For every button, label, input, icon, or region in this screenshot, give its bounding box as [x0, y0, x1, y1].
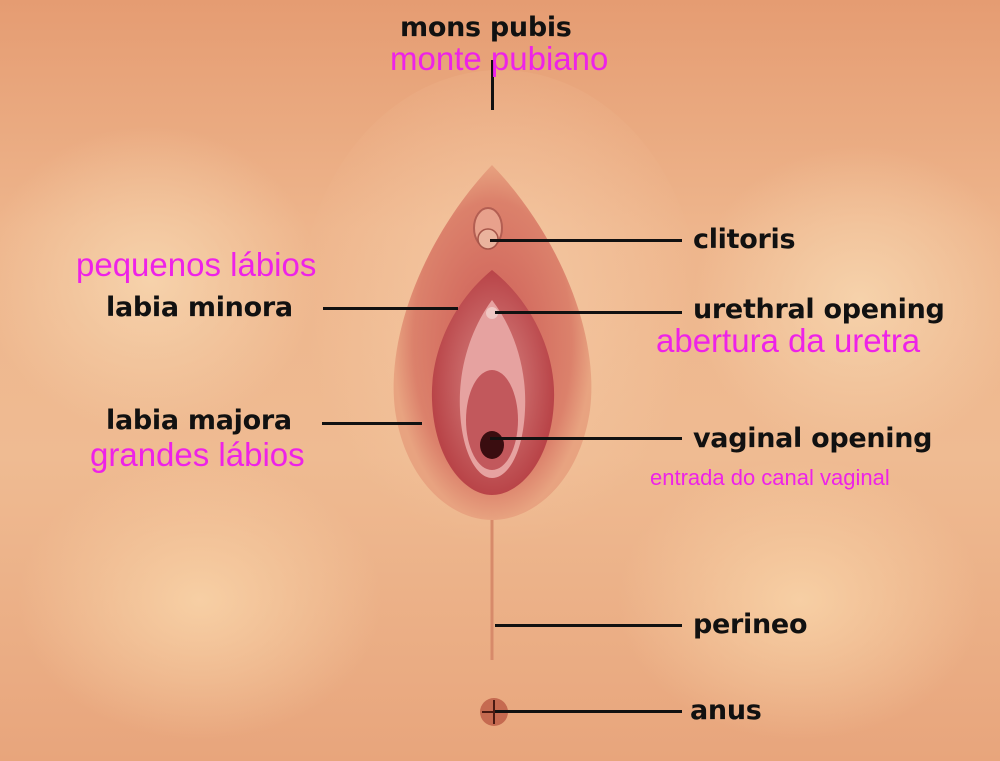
leader-line-mons-pubis: [491, 60, 494, 110]
label-clitoris: clitoris: [693, 224, 796, 255]
label-entrada-do-canal-vaginal: entrada do canal vaginal: [650, 465, 890, 490]
label-mons-pubis: mons pubis: [400, 12, 572, 43]
label-anus: anus: [690, 695, 762, 726]
leader-line-perineum: [495, 624, 682, 627]
label-pequenos-labios: pequenos lábios: [76, 246, 317, 283]
label-vaginal-opening: vaginal opening: [693, 423, 933, 454]
leader-line-clitoris: [490, 239, 682, 242]
label-labia-minora: labia minora: [106, 292, 293, 323]
vaginal-opening-shape: [466, 370, 518, 470]
leader-line-labia-majora: [322, 422, 422, 425]
leader-line-urethral-opening: [495, 311, 682, 314]
label-labia-majora: labia majora: [106, 405, 292, 436]
label-urethral-opening: urethral opening: [693, 294, 945, 325]
leader-line-vaginal-opening: [490, 437, 682, 440]
label-monte-pubiano: monte pubiano: [390, 40, 609, 77]
leader-line-anus: [495, 710, 682, 713]
label-abertura-da-uretra: abertura da uretra: [656, 322, 921, 359]
urethral-opening-shape: [486, 307, 498, 319]
label-grandes-labios: grandes lábios: [90, 436, 305, 473]
leader-line-labia-minora: [323, 307, 458, 310]
label-perineum: perineo: [693, 609, 808, 640]
